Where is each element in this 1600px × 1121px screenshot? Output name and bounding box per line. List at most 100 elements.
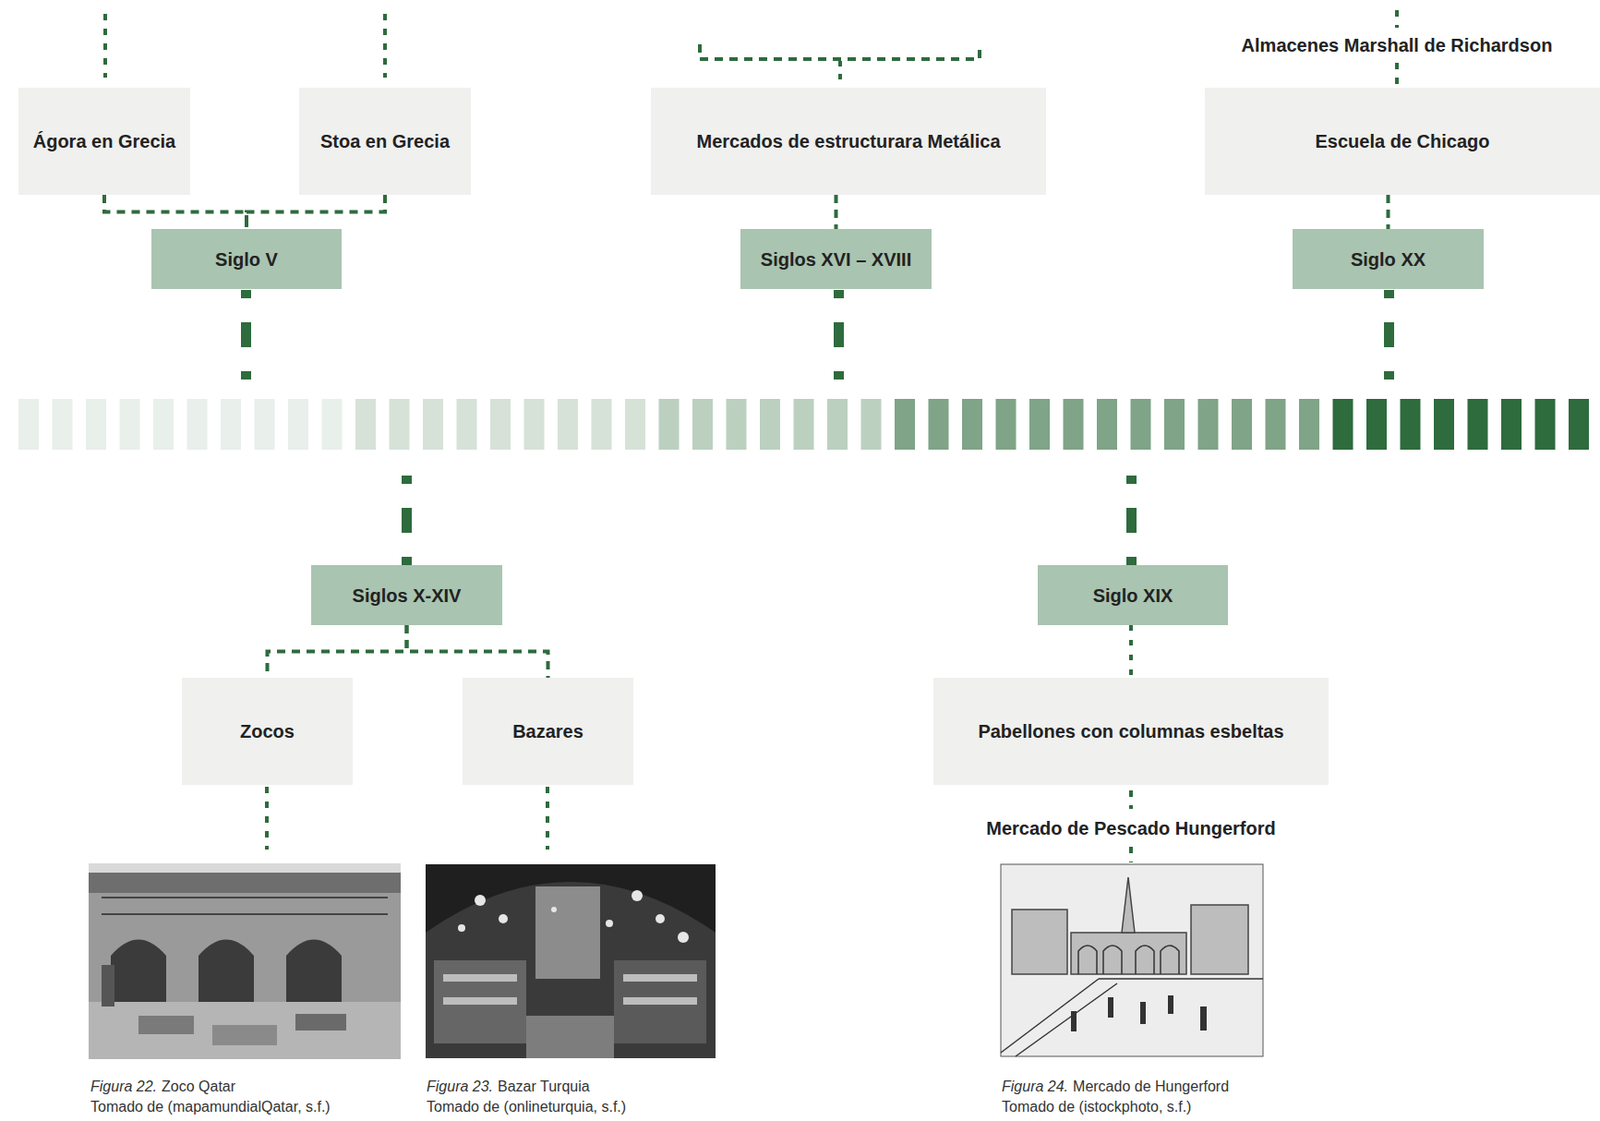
topic-box: Mercados de estructurara Metálica: [650, 87, 1047, 195]
box-label: Siglo XX: [1350, 247, 1426, 272]
timeline-dash: [1568, 398, 1589, 450]
figure-caption: Figura 22.: [90, 1078, 157, 1095]
timeline-dash: [1130, 398, 1152, 450]
timeline-dash: [1265, 398, 1287, 450]
dashed-connector: [1129, 625, 1133, 678]
timeline-dash: [85, 398, 107, 450]
timeline-dash: [322, 398, 343, 450]
timeline-dash: [490, 398, 511, 450]
photo-zoco: [88, 863, 401, 1059]
timeline-dash: [827, 398, 848, 450]
timeline-dash: [996, 398, 1017, 450]
topic-box: Bazares: [462, 677, 634, 785]
timeline-dash: [1029, 398, 1050, 450]
dashed-connector: [407, 625, 549, 678]
timeline-dash: [759, 398, 781, 450]
box-label: Siglo XIX: [1093, 583, 1174, 608]
timeline-dash: [591, 398, 613, 450]
timeline-dash: [355, 398, 376, 450]
timeline-dash: [894, 398, 915, 450]
annotation-label: Mercado de Pescado Hungerford: [983, 818, 1278, 840]
timeline-dash: [726, 398, 747, 450]
timeline-dash: [928, 398, 950, 450]
label-line: Tomado de (istockphoto, s.f.): [1001, 1098, 1191, 1116]
figure-caption: Mercado de Hungerford: [1072, 1078, 1229, 1095]
photo-bazar: [425, 864, 716, 1059]
box-label: Ágora en Grecia: [33, 129, 177, 154]
box-label: Pabellones con columnas esbeltas: [977, 719, 1284, 744]
label-line: Figura 23.Bazar Turquia: [426, 1078, 590, 1095]
topic-box: Ágora en Grecia: [18, 87, 191, 195]
timeline-dash: [220, 398, 241, 450]
figure-caption: Bazar Turquia: [497, 1078, 590, 1095]
timeline-ticks: [240, 289, 1395, 566]
timeline-dash: [389, 398, 410, 450]
timeline-bar: [18, 398, 1589, 450]
figure-source: Tomado de (onlineturquia, s.f.): [426, 1098, 626, 1116]
topic-box: Zocos: [181, 677, 353, 785]
label-line: Figura 22.Zoco Qatar: [90, 1078, 236, 1095]
figure-caption: Figura 24.: [1001, 1078, 1069, 1095]
figure-caption: Figura 23.: [426, 1078, 494, 1095]
timeline-dash: [962, 398, 983, 450]
timeline-dash: [1501, 398, 1522, 450]
topic-box: Pabellones con columnas esbeltas: [933, 677, 1329, 785]
dashed-connector: [104, 194, 247, 229]
box-label: Siglos XVI – XVIII: [760, 247, 912, 272]
timeline-dash: [625, 398, 646, 450]
timeline-dash: [1433, 398, 1455, 450]
timeline-dash: [288, 398, 309, 450]
timeline-dash: [524, 398, 545, 450]
dashed-connector: [1386, 194, 1391, 229]
dashed-connector: [834, 194, 839, 229]
figure-source: Tomado de (mapamundialQatar, s.f.): [90, 1098, 331, 1116]
box-label: Zocos: [240, 719, 295, 744]
timeline-dash: [120, 398, 141, 450]
timeline-dash: [793, 398, 815, 450]
timeline-dash: [557, 398, 578, 450]
century-box: Siglo XX: [1292, 228, 1484, 289]
timeline-dash: [153, 398, 174, 450]
century-box: Siglos X-XIV: [311, 565, 503, 626]
timeline-dash: [457, 398, 478, 450]
label-line: Figura 24.Mercado de Hungerford: [1001, 1078, 1229, 1095]
timeline-dash: [1231, 398, 1252, 450]
timeline-dash: [1096, 398, 1118, 450]
timeline-dash: [1400, 398, 1421, 450]
timeline-dash: [692, 398, 713, 450]
timeline-dash: [1333, 398, 1354, 450]
timeline-dash: [861, 398, 882, 450]
figure-source: Tomado de (istockphoto, s.f.): [1001, 1098, 1191, 1116]
annotation-label: Almacenes Marshall de Richardson: [1239, 35, 1556, 57]
timeline-dash: [18, 398, 39, 450]
timeline-dash: [1063, 398, 1084, 450]
dashed-connector: [267, 625, 408, 678]
box-label: Mercados de estructurara Metálica: [696, 129, 1000, 154]
topic-box: Escuela de Chicago: [1204, 87, 1600, 195]
dashed-connector: [246, 194, 385, 229]
timeline-dash: [254, 398, 276, 450]
figure-caption: Zoco Qatar: [161, 1078, 236, 1095]
timeline-dash: [1198, 398, 1219, 450]
timeline-dash: [1467, 398, 1489, 450]
box-label: Stoa en Grecia: [320, 129, 450, 154]
box-label: Siglo V: [215, 247, 278, 272]
box-label: Escuela de Chicago: [1315, 129, 1491, 154]
box-label: Siglos X-XIV: [352, 583, 462, 608]
timeline-dash: [422, 398, 444, 450]
timeline-dash: [52, 398, 73, 450]
timeline-dash: [1535, 398, 1556, 450]
topic-box: Stoa en Grecia: [299, 87, 471, 195]
box-label: Bazares: [512, 719, 584, 744]
century-box: Siglo V: [151, 228, 342, 289]
leader-lines: [105, 10, 1397, 863]
label-line: Tomado de (onlineturquia, s.f.): [426, 1098, 626, 1116]
label-line: Mercado de Pescado Hungerford: [983, 818, 1278, 840]
label-line: Tomado de (mapamundialQatar, s.f.): [90, 1098, 331, 1116]
bracket: [699, 44, 980, 85]
timeline-dash: [659, 398, 680, 450]
timeline-dash: [1164, 398, 1185, 450]
timeline-dash: [187, 398, 208, 450]
century-box: Siglos XVI – XVIII: [740, 228, 932, 289]
label-line: Almacenes Marshall de Richardson: [1239, 35, 1556, 57]
